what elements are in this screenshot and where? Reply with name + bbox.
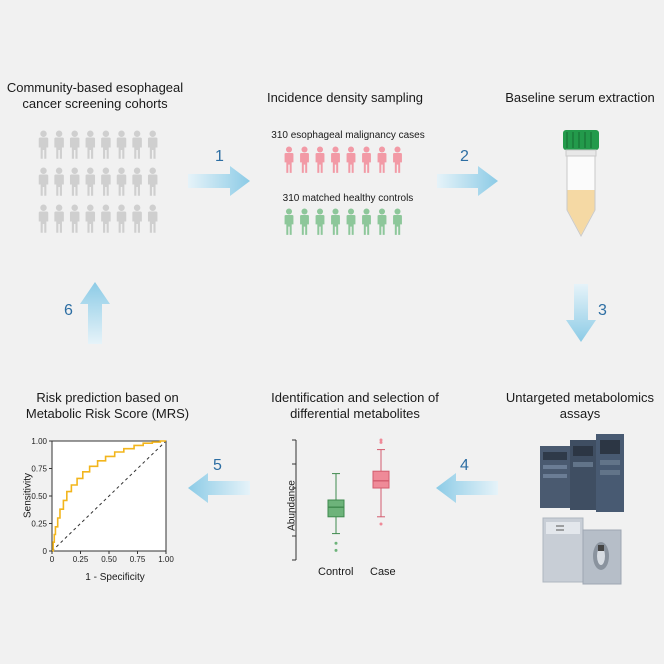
person-icon [85, 204, 96, 233]
control-person-icon [331, 208, 340, 235]
person-icon [116, 204, 127, 233]
case-person-icon [331, 146, 340, 173]
roc-y-tick-label: 0.75 [31, 465, 47, 474]
arrow-1-icon [188, 166, 250, 196]
control-people-icons [284, 208, 402, 235]
person-icon [69, 204, 80, 233]
case-person-icon [362, 146, 371, 173]
arrow-number-2: 2 [460, 148, 469, 165]
person-icon [132, 130, 142, 159]
person-icon [69, 130, 80, 159]
person-icon [54, 167, 64, 196]
boxplot-group-label-case: Case [370, 566, 396, 578]
arrow-3-icon [566, 284, 596, 342]
roc-x-tick-label: 0 [50, 555, 55, 564]
person-icon [132, 204, 142, 233]
roc-curve [52, 440, 166, 552]
controls-label: 310 matched healthy controls [282, 193, 414, 204]
control-person-icon [362, 208, 371, 235]
case-person-icon [377, 146, 387, 173]
person-icon [147, 167, 158, 196]
arrow-number-5: 5 [213, 457, 222, 474]
person-icon [101, 204, 111, 233]
person-icon [132, 167, 142, 196]
control-person-icon [300, 208, 309, 235]
person-icon [116, 130, 127, 159]
boxplot-outlier [334, 541, 338, 545]
roc-y-tick-label: 0 [43, 547, 48, 556]
boxplot-outlier [379, 440, 383, 444]
arrow-5-icon [188, 473, 250, 503]
person-icon [116, 167, 127, 196]
case-person-icon [315, 146, 325, 173]
arrow-number-4: 4 [460, 457, 469, 474]
serum-title: Baseline serum extraction [505, 90, 655, 105]
arrow-2-icon [437, 166, 498, 196]
person-icon [54, 130, 64, 159]
case-people-icons [284, 146, 402, 173]
arrow-number-1: 1 [215, 148, 224, 165]
control-person-icon [315, 208, 325, 235]
person-icon [38, 204, 49, 233]
person-icon [38, 130, 49, 159]
person-icon [69, 167, 80, 196]
roc-diagonal [51, 440, 167, 552]
roc-x-tick-label: 1.00 [158, 555, 174, 564]
person-icon [147, 204, 158, 233]
roc-x-tick-label: 0.50 [101, 555, 117, 564]
arrow-number-3: 3 [598, 302, 607, 319]
roc-chart: 00 0.25 0.25 0.50 0.50 0.75 0.75 1.00 1.00 [31, 437, 174, 564]
arrow-number-6: 6 [64, 302, 73, 319]
boxplot-chart [292, 438, 390, 561]
person-icon [147, 130, 158, 159]
boxplot-box [327, 499, 345, 518]
boxplot-group-label-control: Control [318, 566, 354, 578]
person-icon [38, 167, 49, 196]
person-icon [85, 130, 96, 159]
roc-x-tick-label: 0.25 [73, 555, 89, 564]
roc-y-tick-label: 1.00 [31, 437, 47, 446]
arrow-6-icon [80, 282, 110, 344]
control-person-icon [393, 208, 402, 235]
person-icon [85, 167, 96, 196]
control-person-icon [377, 208, 387, 235]
case-person-icon [300, 146, 309, 173]
serum-tube-icon [563, 130, 599, 238]
boxplot-outlier [334, 548, 338, 552]
sampling-title: Incidence density sampling [266, 90, 424, 105]
boxplot-box [372, 470, 390, 489]
case-person-icon [284, 146, 294, 173]
arrow-4-icon [436, 473, 498, 503]
control-person-icon [346, 208, 356, 235]
cohort-people-icons [38, 130, 158, 233]
roc-y-tick-label: 0.25 [31, 520, 47, 529]
roc-y-tick-label: 0.50 [31, 492, 47, 501]
case-person-icon [346, 146, 356, 173]
metabolomics-instrument-icon [540, 434, 624, 585]
person-icon [101, 130, 111, 159]
boxplot-outlier [379, 438, 383, 442]
case-person-icon [393, 146, 402, 173]
person-icon [54, 204, 64, 233]
person-icon [101, 167, 111, 196]
control-person-icon [284, 208, 294, 235]
roc-xlabel: 1 - Specificity [85, 572, 145, 583]
roc-x-tick-label: 0.75 [130, 555, 146, 564]
cases-label: 310 esophageal malignancy cases [271, 130, 425, 141]
boxplot-outlier [379, 522, 383, 526]
